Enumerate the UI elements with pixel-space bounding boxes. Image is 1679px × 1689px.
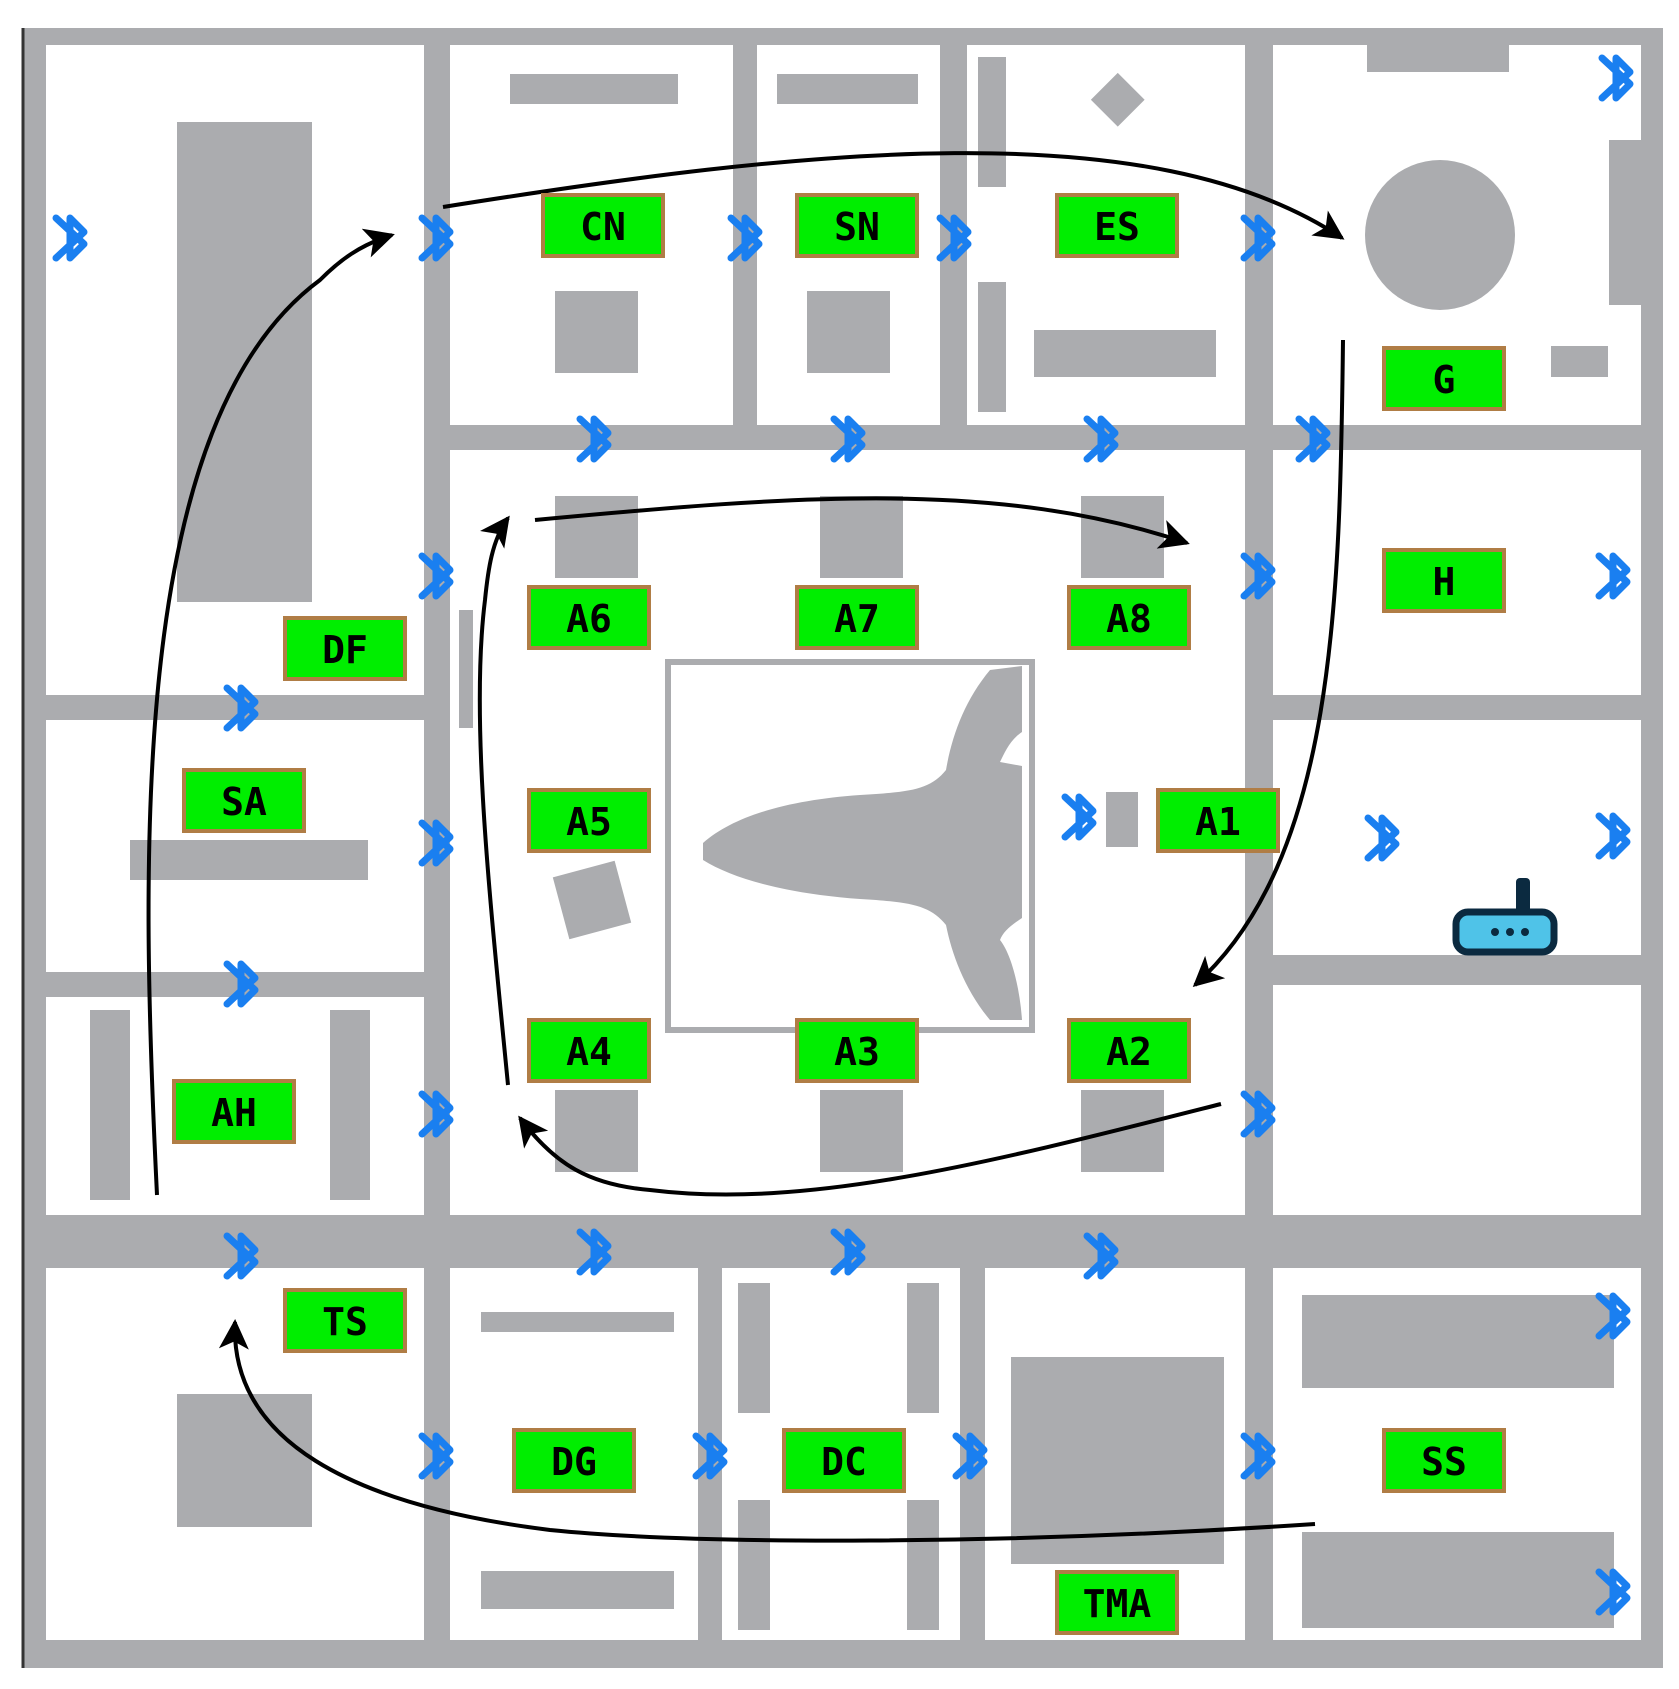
svg-text:CN: CN (580, 205, 626, 249)
path-a4-to-a6 (477, 515, 510, 1086)
svg-text:A4: A4 (566, 1030, 612, 1074)
svg-text:DF: DF (322, 628, 368, 672)
svg-text:A6: A6 (566, 597, 612, 641)
label-ts: TS (283, 1288, 407, 1353)
label-dc: DC (782, 1428, 906, 1493)
svg-text:A5: A5 (566, 800, 612, 844)
label-dg: DG (512, 1428, 636, 1493)
path-cn-to-g (442, 151, 1345, 240)
svg-text:DC: DC (821, 1440, 867, 1484)
label-a4: A4 (527, 1018, 651, 1083)
label-es: ES (1055, 193, 1179, 258)
svg-text:A1: A1 (1195, 800, 1241, 844)
label-ah: AH (172, 1079, 296, 1144)
road-segments (46, 425, 1641, 1640)
route-paths (146, 151, 1345, 1543)
svg-text:A2: A2 (1106, 1030, 1152, 1074)
label-tma: TMA (1055, 1570, 1179, 1635)
svg-text:SA: SA (221, 780, 267, 824)
label-sa: SA (182, 768, 306, 833)
svg-text:DG: DG (551, 1440, 597, 1484)
path-ah-to-cn-beacon (146, 228, 395, 1196)
svg-text:G: G (1433, 358, 1456, 402)
label-a1: A1 (1156, 788, 1280, 853)
path-a6-to-a8 (534, 496, 1190, 549)
svg-text:TMA: TMA (1083, 1582, 1152, 1626)
aircraft-silhouette (703, 666, 1022, 1020)
buildings (90, 45, 1641, 1630)
svg-text:TS: TS (322, 1300, 368, 1344)
label-a8: A8 (1067, 585, 1191, 650)
path-ss-to-ts (218, 1319, 1316, 1543)
svg-text:AH: AH (211, 1091, 257, 1135)
svg-text:A7: A7 (834, 597, 880, 641)
svg-text:ES: ES (1094, 205, 1140, 249)
label-g: G (1382, 346, 1506, 411)
label-sn: SN (795, 193, 919, 258)
svg-text:H: H (1433, 560, 1456, 604)
wifi-router-icon (1452, 878, 1558, 956)
svg-text:A8: A8 (1106, 597, 1152, 641)
location-labels: CN SN ES G A6 A7 A8 H DF SA A5 A1 A4 A3 … (172, 193, 1506, 1635)
label-a7: A7 (795, 585, 919, 650)
svg-text:A3: A3 (834, 1030, 880, 1074)
label-a5: A5 (527, 788, 651, 853)
label-h: H (1382, 548, 1506, 613)
svg-text:SN: SN (834, 205, 880, 249)
label-a3: A3 (795, 1018, 919, 1083)
svg-text:SS: SS (1421, 1440, 1467, 1484)
label-a2: A2 (1067, 1018, 1191, 1083)
label-cn: CN (541, 193, 665, 258)
label-ss: SS (1382, 1428, 1506, 1493)
label-a6: A6 (527, 585, 651, 650)
path-g-to-a2 (1192, 339, 1345, 988)
label-df: DF (283, 616, 407, 681)
path-a2-to-a4 (518, 1102, 1222, 1197)
